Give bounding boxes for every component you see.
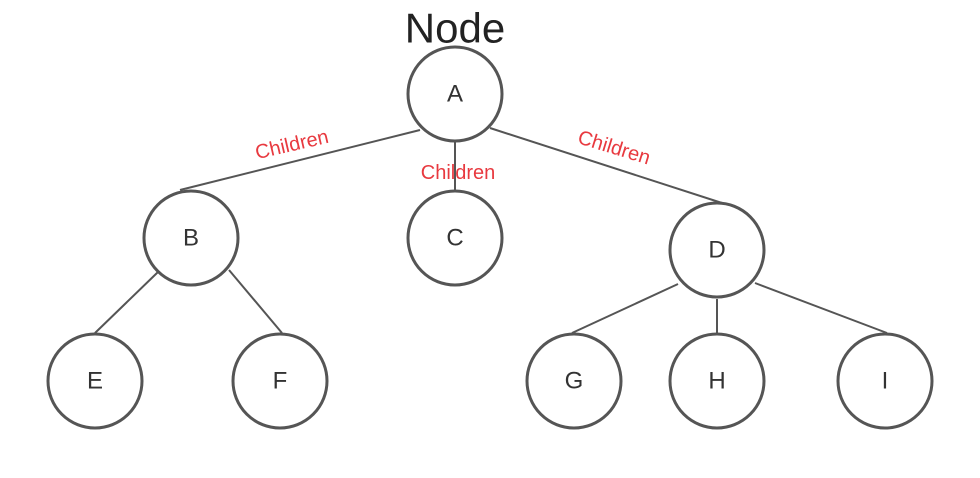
node-c: C [406,189,504,287]
edge-a-b [179,129,421,191]
node-d-circle [668,201,766,299]
node-i-circle [836,332,934,430]
edge-label-a-c: Children [421,162,495,184]
node-b-circle [142,189,240,287]
edge-d-g [571,283,679,334]
node-f: F [231,332,329,430]
node-d-label: D [708,237,725,264]
edge-b-f [228,269,283,334]
node-c-circle [406,189,504,287]
node-f-label: F [273,368,288,395]
node-b: B [142,189,240,287]
node-i: I [836,332,934,430]
node-a-circle [406,45,504,143]
edge-d-i [754,282,888,334]
edges [94,127,888,334]
node-d: D [668,201,766,299]
edge-b-e [94,271,159,334]
edge-label-a-b: Children [253,126,331,164]
edge-a-d [489,127,723,204]
node-i-label: I [882,368,889,395]
node-a-label: A [447,81,463,108]
node-h: H [668,332,766,430]
node-c-label: C [446,225,463,252]
node-e-label: E [87,368,103,395]
node-g-circle [525,332,623,430]
edge-label-a-d: Children [575,127,653,170]
node-e: E [46,332,144,430]
node-b-label: B [183,225,199,252]
node-e-circle [46,332,144,430]
node-a: A [406,45,504,143]
nodes: A B C D E F G H [46,45,934,430]
node-f-circle [231,332,329,430]
node-h-label: H [708,368,725,395]
node-h-circle [668,332,766,430]
node-g-label: G [565,368,584,395]
diagram-title: Node [405,5,505,52]
node-g: G [525,332,623,430]
